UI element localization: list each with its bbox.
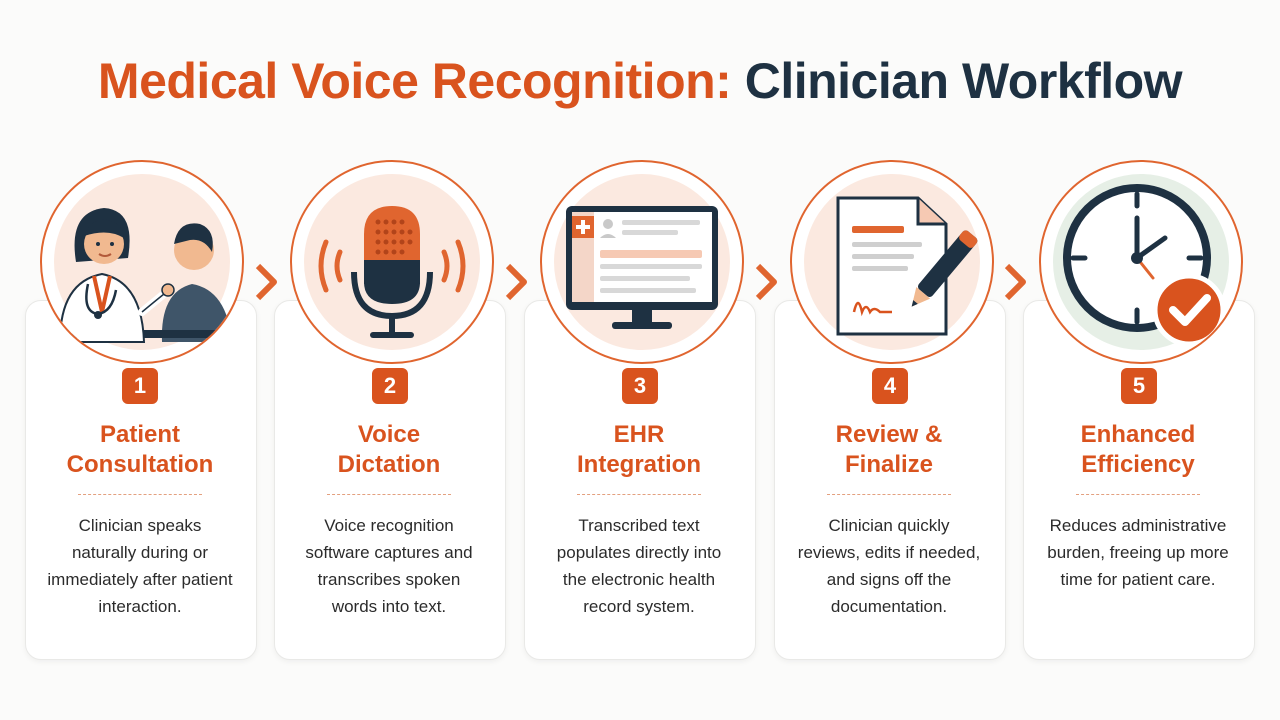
description-line: the electronic health [562,570,716,589]
step-number-badge: 5 [1121,368,1157,404]
description-line: words into text. [331,597,447,616]
step-number-badge: 4 [872,368,908,404]
description-line: burden, freeing up more [1047,543,1229,562]
chevron-right-icon [255,263,277,301]
description-line: populates directly into [556,543,722,562]
dashed-divider [1076,494,1200,495]
step-circle-4 [790,160,994,364]
step-title-line: Dictation [337,451,441,478]
step-description: Clinician speaks naturally during or imm… [25,512,255,620]
step-title-line: EHR [613,421,665,448]
description-line: software captures and [305,543,473,562]
ehr-monitor-icon [554,174,730,350]
step-description: Voice recognition software captures and … [274,512,504,620]
step-title-line: Efficiency [1081,451,1195,478]
step-description: Clinician quickly reviews, edits if need… [774,512,1004,620]
step-number-badge: 2 [372,368,408,404]
step-number-badge: 1 [122,368,158,404]
step-title-line: Enhanced [1080,421,1196,448]
description-line: transcribes spoken [317,570,461,589]
document-signature-icon [804,174,980,350]
step-title-line: Review & [835,421,943,448]
chevron-right-icon [1004,263,1026,301]
description-line: interaction. [98,597,182,616]
title-accent: Medical Voice Recognition: [97,53,732,109]
dashed-divider [327,494,451,495]
description-line: and signs off the [826,570,952,589]
chevron-right-icon [755,263,777,301]
step-title-line: Voice [357,421,421,448]
step-circle-3 [540,160,744,364]
description-line: time for patient care. [1060,570,1216,589]
description-line: documentation. [830,597,948,616]
description-line: Voice recognition [324,516,454,535]
title-dark: Clinician Workflow [744,53,1183,109]
description-line: reviews, edits if needed, [797,543,981,562]
step-circle-2 [290,160,494,364]
description-line: Clinician quickly [828,516,950,535]
dashed-divider [827,494,951,495]
doctor-patient-icon [54,174,232,350]
step-circle-1 [40,160,244,364]
step-description: Reduces administrative burden, freeing u… [1023,512,1253,593]
page-title: Medical Voice Recognition: Clinician Wor… [0,52,1280,110]
step-circle-5 [1039,160,1243,364]
chevron-right-icon [505,263,527,301]
step-title-line: Finalize [844,451,934,478]
dashed-divider [78,494,202,495]
step-title-line: Patient [99,421,180,448]
step-title: Voice Dictation [274,420,504,480]
description-line: record system. [583,597,695,616]
step-title: Patient Consultation [25,420,255,480]
step-title: Enhanced Efficiency [1023,420,1253,480]
step-title-line: Consultation [66,451,214,478]
step-title: EHR Integration [524,420,754,480]
description-line: naturally during or [71,543,209,562]
step-title: Review & Finalize [774,420,1004,480]
description-line: Clinician speaks [78,516,202,535]
microphone-icon [304,174,480,350]
dashed-divider [577,494,701,495]
description-line: immediately after patient [47,570,233,589]
step-number-badge: 3 [622,368,658,404]
step-description: Transcribed text populates directly into… [524,512,754,620]
description-line: Transcribed text [578,516,700,535]
clock-check-icon [1053,174,1229,350]
step-title-line: Integration [577,451,701,478]
description-line: Reduces administrative [1049,516,1227,535]
